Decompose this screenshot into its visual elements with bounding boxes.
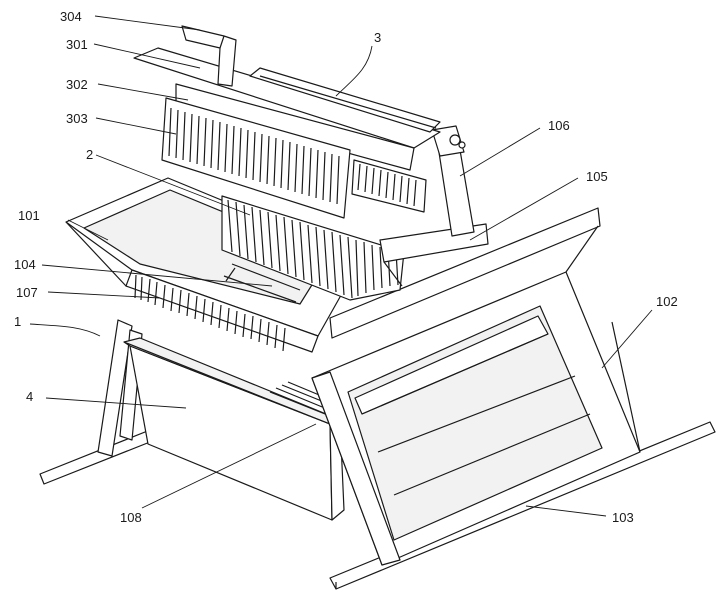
label-108: 108 [120, 510, 142, 525]
label-303: 303 [66, 111, 88, 126]
label-104: 104 [14, 257, 36, 272]
collection-box [124, 338, 344, 520]
label-107: 107 [16, 285, 38, 300]
label-302: 302 [66, 77, 88, 92]
label-103: 103 [612, 510, 634, 525]
label-301: 301 [66, 37, 88, 52]
label-106: 106 [548, 118, 570, 133]
label-4: 4 [26, 389, 33, 404]
base-foot-left [40, 430, 155, 484]
label-105: 105 [586, 169, 608, 184]
label-304: 304 [60, 9, 82, 24]
support-post [432, 126, 474, 236]
label-3: 3 [374, 30, 381, 45]
label-102: 102 [656, 294, 678, 309]
label-2: 2 [86, 147, 93, 162]
label-1: 1 [14, 314, 21, 329]
label-101: 101 [18, 208, 40, 223]
